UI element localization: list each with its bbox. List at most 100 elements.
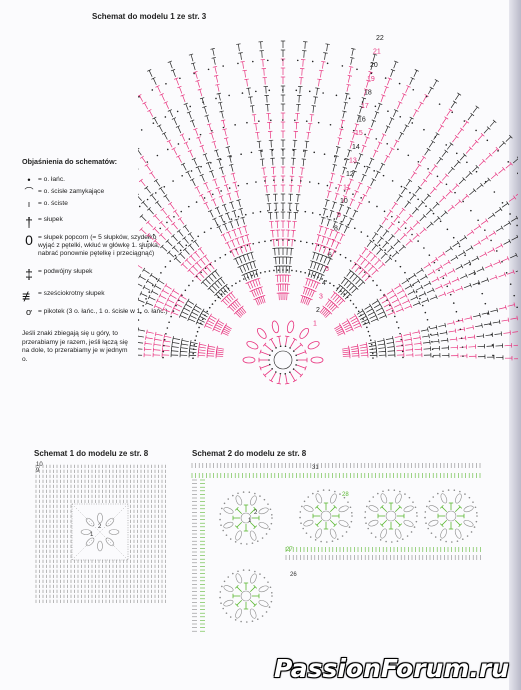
stitch-mark (173, 247, 179, 253)
chain-dot (154, 192, 157, 194)
stitch-mark (338, 223, 342, 231)
chain-dot (246, 244, 249, 247)
stitch-mark (431, 340, 439, 343)
stitch-mark (404, 201, 410, 208)
stitch-mark (343, 102, 347, 110)
chain-dot (386, 299, 388, 302)
chain-dot (162, 356, 164, 359)
stitch-mark (389, 117, 395, 120)
chain-dot (459, 328, 462, 331)
stitch-mark (216, 318, 220, 323)
stitch-mark (352, 210, 357, 218)
stitch-mark (207, 343, 210, 349)
stitch-mark (396, 297, 400, 302)
stitch-mark (224, 326, 231, 331)
chain-dot (268, 528, 271, 530)
stitch-mark (153, 349, 161, 351)
stitch-mark (423, 291, 427, 296)
chain-dot (305, 532, 308, 534)
row-number: 13 (349, 157, 357, 164)
stitch-mark (345, 187, 349, 195)
stitch-mark (233, 210, 237, 218)
stitch-mark (480, 237, 488, 242)
stitch-mark (167, 216, 173, 223)
stitch-mark (511, 236, 518, 241)
stitch-mark (206, 322, 213, 327)
stitch-mark (413, 70, 418, 77)
chain-dot (396, 321, 398, 323)
stitch-mark (351, 171, 355, 178)
chain-dot (175, 304, 177, 307)
stitch-mark (278, 374, 281, 384)
stitch-mark (246, 79, 248, 87)
center-ring (445, 510, 457, 522)
chain-dot (401, 344, 403, 347)
stitch-mark (209, 191, 213, 198)
stitch-mark (182, 247, 187, 251)
stitch-mark (203, 201, 208, 205)
stitch-mark (512, 269, 515, 274)
stitch-mark (427, 87, 432, 95)
stitch-mark (351, 348, 359, 350)
stitch-mark (444, 116, 449, 120)
stitch-mark (236, 299, 241, 306)
row-number: 1 (313, 321, 317, 328)
stitch-mark (141, 157, 147, 164)
stitch-mark (304, 150, 306, 158)
stitch-mark (444, 173, 449, 177)
stitch-mark (177, 126, 182, 134)
stitch-mark (390, 70, 394, 77)
stitch-mark (309, 114, 315, 116)
stitch-mark (343, 324, 351, 329)
stitch-mark (246, 242, 252, 245)
popcorn-petal (286, 320, 295, 334)
chain-dot (174, 254, 177, 257)
stitch-mark (196, 136, 201, 139)
stitch-mark (199, 272, 205, 278)
stitch-mark (232, 173, 236, 181)
stitch-mark (340, 289, 346, 296)
chain-dot (369, 339, 372, 342)
chain-dot (207, 68, 210, 71)
stitch-mark (155, 200, 159, 204)
chain-dot (366, 326, 368, 329)
stitch-mark (222, 120, 226, 128)
chain-dot (284, 373, 287, 375)
stitch-mark (310, 270, 314, 278)
chain-dot (311, 242, 314, 245)
stitch-mark (177, 85, 182, 89)
stitch-mark (393, 344, 395, 349)
stitch-mark (469, 283, 472, 288)
stitch-mark (352, 283, 356, 288)
stitch-mark (164, 283, 168, 288)
stitch-mark (192, 63, 196, 71)
stitch-mark (317, 78, 322, 80)
stitch-mark (162, 290, 169, 295)
chain-dot (234, 619, 237, 621)
stitch-mark (468, 171, 473, 175)
stitch-mark (246, 87, 251, 89)
stitch-mark (419, 228, 426, 235)
stitch-mark (149, 110, 154, 117)
stitch-mark (472, 325, 474, 330)
stitch-mark (515, 193, 518, 196)
stitch-mark (180, 309, 184, 314)
stitch-mark (188, 112, 192, 119)
stitch-mark (378, 347, 386, 349)
stitch-mark (236, 311, 243, 317)
chain-dot (347, 501, 349, 503)
stitch-mark (458, 251, 465, 257)
stitch-mark (171, 346, 179, 348)
stitch-mark (370, 318, 378, 323)
stitch-mark (442, 117, 447, 124)
chain-dot (185, 244, 188, 247)
stitch-mark (304, 349, 307, 354)
stitch-mark (297, 194, 299, 202)
stitch-mark (233, 257, 238, 260)
stitch-mark (153, 238, 157, 243)
stitch-mark (215, 75, 219, 83)
stitch-mark (359, 106, 362, 114)
stitch-mark (470, 245, 474, 250)
stitch-mark (171, 344, 173, 349)
stitch-mark (216, 225, 221, 228)
